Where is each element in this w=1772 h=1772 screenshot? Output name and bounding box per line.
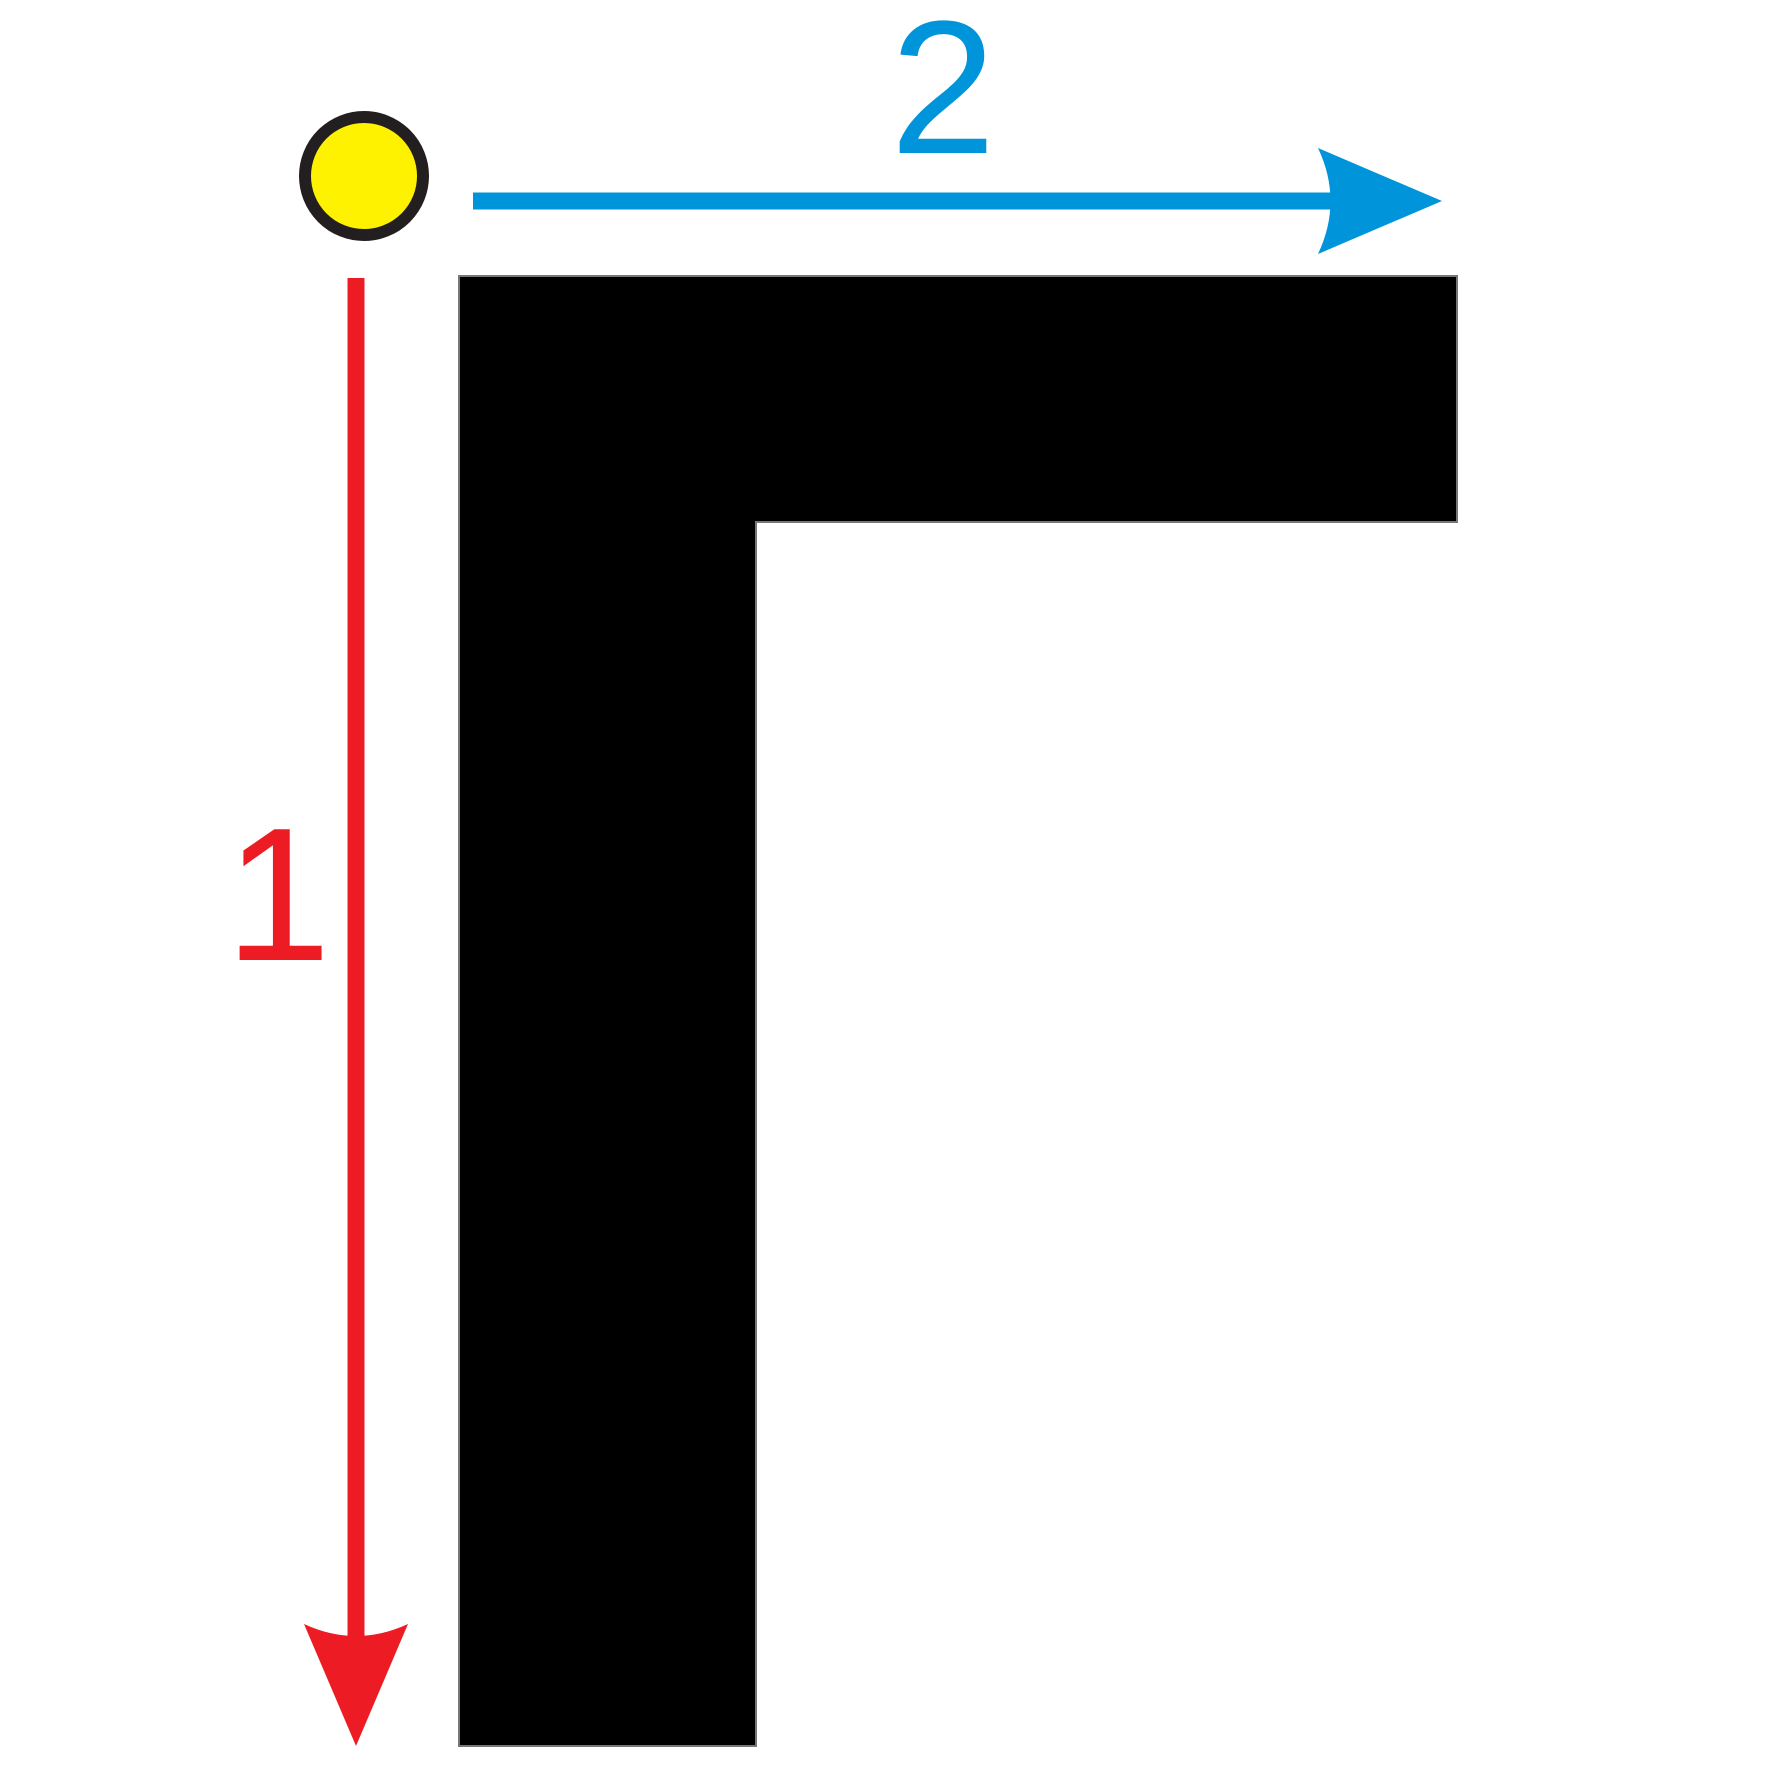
stroke-1-number: 1 (225, 789, 331, 1001)
stroke-2-number: 2 (890, 0, 996, 194)
letter-shape (458, 275, 1458, 1747)
stroke-1-arrowhead (304, 1624, 408, 1746)
start-point-dot (299, 111, 429, 241)
stroke-2-arrowhead (1318, 148, 1442, 254)
